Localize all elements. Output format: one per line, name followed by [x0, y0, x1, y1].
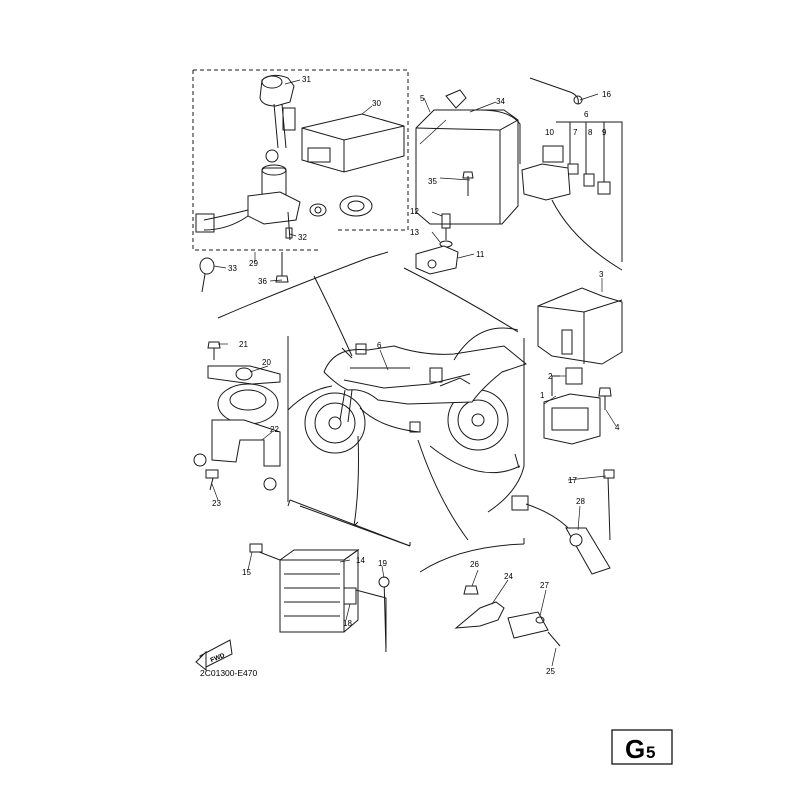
page-id-box	[611, 729, 673, 765]
drawing-code: 2C01300-E470	[200, 668, 257, 678]
callout-15: 15	[242, 568, 251, 577]
page-id-number: 5	[646, 743, 655, 762]
callout-25: 25	[546, 667, 555, 676]
callout-10: 10	[545, 128, 554, 137]
callout-17: 17	[568, 476, 577, 485]
callout-30: 30	[372, 99, 381, 108]
fwd-arrow-icon	[195, 639, 233, 672]
callout-32: 32	[298, 233, 307, 242]
callout-36: 36	[258, 277, 267, 286]
neutral-switch-group	[511, 469, 615, 575]
starter-relay-group	[537, 287, 623, 445]
callout-13: 13	[410, 228, 419, 237]
callout-22: 22	[270, 425, 279, 434]
sensor-group	[454, 585, 561, 647]
callout-35: 35	[428, 177, 437, 186]
callout-20: 20	[262, 358, 271, 367]
page-id-letter: G	[625, 734, 645, 764]
callout-18: 18	[343, 619, 352, 628]
callout-34: 34	[496, 97, 505, 106]
callout-24: 24	[504, 572, 513, 581]
section-dividers	[217, 251, 525, 573]
callout-labels: 1 2 3 4 5 6 6 7 8 9 10 11 12 13 14 15 16…	[212, 75, 620, 676]
callout-5: 5	[420, 94, 425, 103]
callout-4: 4	[615, 423, 620, 432]
callout-29: 29	[249, 259, 258, 268]
regulator-group	[249, 543, 360, 633]
leader-lines	[211, 79, 617, 667]
callout-27: 27	[540, 581, 549, 590]
callout-7: 7	[573, 128, 578, 137]
callout-26: 26	[470, 560, 479, 569]
horn-group	[193, 341, 281, 491]
callout-9: 9	[602, 128, 607, 137]
battery-group	[415, 77, 623, 275]
callout-19: 19	[378, 559, 387, 568]
callout-16: 16	[602, 90, 611, 99]
callout-28: 28	[576, 497, 585, 506]
callout-8: 8	[588, 128, 593, 137]
callout-33: 33	[228, 264, 237, 273]
motorcycle-silhouette	[304, 343, 528, 454]
callout-6b: 6	[377, 341, 382, 350]
callout-14: 14	[356, 556, 365, 565]
callout-21: 21	[239, 340, 248, 349]
callout-23: 23	[212, 499, 221, 508]
callout-11: 11	[476, 250, 485, 259]
ignition-kit-group	[192, 69, 409, 293]
clamp-group	[343, 576, 390, 653]
callout-12: 12	[410, 207, 419, 216]
callout-1: 1	[540, 391, 545, 400]
callout-3: 3	[599, 270, 604, 279]
callout-31: 31	[302, 75, 311, 84]
callout-6: 6	[584, 110, 589, 119]
callout-2: 2	[548, 372, 553, 381]
